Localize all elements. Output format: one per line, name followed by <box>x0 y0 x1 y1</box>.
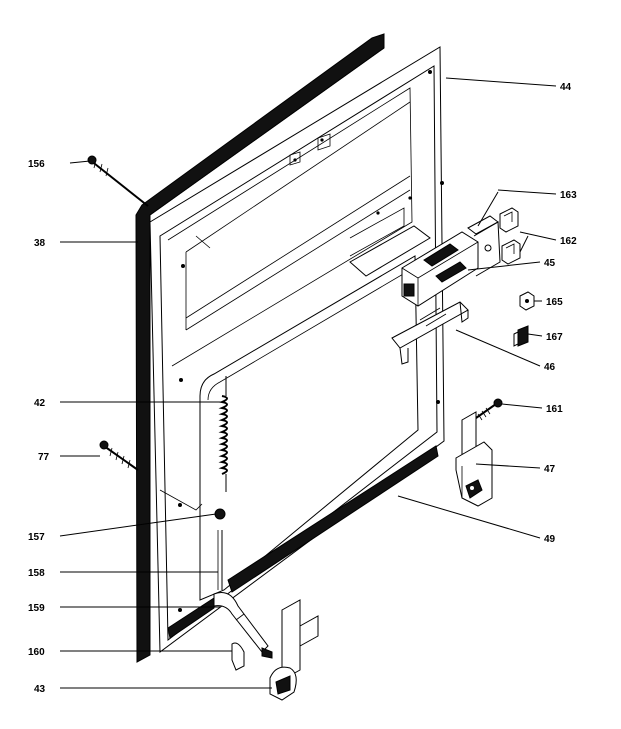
screw-156 <box>87 155 149 207</box>
bottom-seal-strip <box>167 445 439 639</box>
callout-43: 43 <box>34 684 46 695</box>
callout-44: 44 <box>560 82 572 93</box>
callout-labels: 44 156 163 38 162 45 165 167 46 42 161 7… <box>28 82 577 695</box>
callout-161: 161 <box>546 404 563 415</box>
callout-167: 167 <box>546 332 563 343</box>
clip-pair <box>499 207 521 265</box>
door-gasket <box>135 33 385 663</box>
callout-159: 159 <box>28 603 45 614</box>
callout-38: 38 <box>34 238 46 249</box>
latch-switch-assembly <box>401 215 501 307</box>
callout-47: 47 <box>544 464 556 475</box>
outer-door-panel <box>149 46 445 653</box>
strike-bracket <box>391 301 469 365</box>
callout-158: 158 <box>28 568 45 579</box>
callout-45: 45 <box>544 258 556 269</box>
hinge-bracket <box>455 411 493 507</box>
bottom-hinge <box>269 599 319 701</box>
dispenser-mount <box>349 207 431 277</box>
callout-42: 42 <box>34 398 46 409</box>
callout-160: 160 <box>28 647 45 658</box>
hex-nut <box>519 291 535 311</box>
screw-77 <box>99 440 139 471</box>
screw-161 <box>475 398 503 421</box>
callout-49: 49 <box>544 534 556 545</box>
leader-lines <box>59 77 557 689</box>
callout-165: 165 <box>546 297 563 308</box>
lower-hinge-arm <box>213 592 273 671</box>
inner-door-liner <box>199 255 419 601</box>
spring-cable <box>159 489 226 590</box>
callout-46: 46 <box>544 362 556 373</box>
callout-162: 162 <box>560 236 577 247</box>
spring-clip <box>513 325 529 347</box>
door-spring <box>218 376 228 492</box>
callout-163: 163 <box>560 190 577 201</box>
callout-77: 77 <box>38 452 50 463</box>
callout-156: 156 <box>28 159 45 170</box>
callout-157: 157 <box>28 532 45 543</box>
